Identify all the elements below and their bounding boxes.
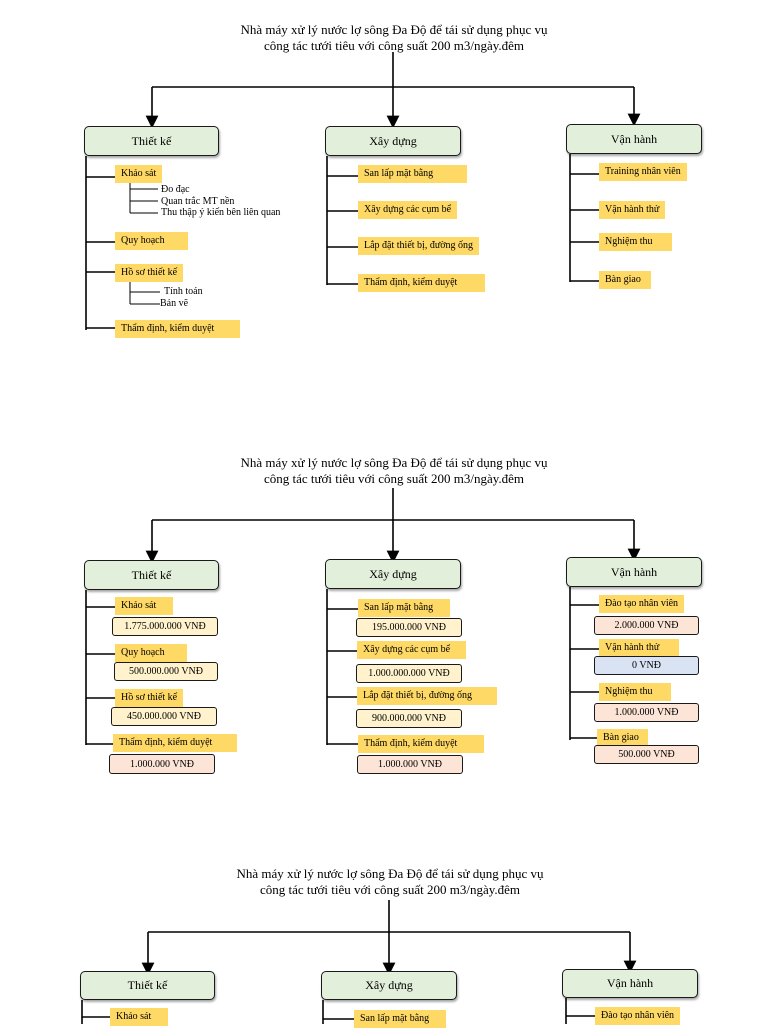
task-appraisal: Thẩm định, kiểm duyệt	[358, 735, 484, 753]
task-handover: Bàn giao	[599, 271, 651, 289]
task-appraisal: Thẩm định, kiểm duyệt	[358, 274, 485, 292]
task-training: Đào tạo nhân viên	[595, 1007, 681, 1025]
task-planning: Quy hoạch	[115, 232, 188, 250]
task-tanks: Xây dựng các cụm bể	[357, 641, 466, 659]
sub-task: Tính toán	[164, 286, 203, 297]
task-survey: Khảo sát	[110, 1008, 168, 1026]
task-trial: Vận hành thử	[599, 201, 666, 219]
task-appraisal: Thẩm định, kiểm duyệt	[113, 734, 237, 752]
task-tanks: Xây dựng các cụm bể	[358, 201, 458, 219]
task-acceptance: Nghiệm thu	[599, 233, 672, 251]
cost-appraisal: 1.000.000 VNĐ	[357, 755, 463, 774]
task-design-docs: Hồ sơ thiết kế	[115, 689, 184, 707]
task-acceptance: Nghiệm thu	[599, 683, 671, 701]
phase-construction: Xây dựng	[325, 126, 461, 156]
title-line1: Nhà máy xử lý nước lợ sông Đa Độ để tái …	[240, 22, 548, 37]
sub-task: Quan trắc MT nền	[161, 196, 235, 207]
title-line2: công tác tưới tiêu với công suất 200 m3/…	[263, 38, 525, 53]
task-appraisal: Thẩm định, kiểm duyệt	[115, 320, 240, 338]
cost-leveling: 195.000.000 VNĐ	[356, 618, 462, 637]
phase-operation: Vận hành	[562, 969, 698, 998]
cost-survey: 1.775.000.000 VNĐ	[112, 617, 218, 636]
phase-design: Thiết kế	[80, 971, 215, 1000]
cost-planning: 500.000.000 VNĐ	[114, 662, 218, 681]
cost-tanks: 1.000.000.000 VNĐ	[356, 664, 462, 683]
diagram2-title: Nhà máy xử lý nước lợ sông Đa Độ để tái …	[174, 455, 614, 487]
cost-training: 2.000.000 VNĐ	[594, 616, 699, 635]
phase-design: Thiết kế	[84, 126, 219, 156]
task-design-docs: Hồ sơ thiết kế	[115, 264, 184, 282]
task-survey: Khảo sát	[115, 597, 173, 615]
cost-acceptance: 1.000.000 VNĐ	[594, 703, 699, 722]
cost-trial: 0 VNĐ	[594, 656, 699, 675]
phase-construction: Xây dựng	[325, 559, 461, 589]
sub-task: Thu thập ý kiến bên liên quan	[161, 207, 281, 218]
title-line2: công tác tưới tiêu với công suất 200 m3/…	[263, 471, 525, 486]
phase-operation: Vận hành	[566, 557, 702, 587]
cost-install: 900.000.000 VNĐ	[356, 709, 462, 728]
cost-design-docs: 450.000.000 VNĐ	[111, 707, 217, 726]
task-leveling: San lấp mặt bằng	[354, 1010, 446, 1028]
task-training: Training nhân viên	[599, 163, 687, 181]
task-install: Lắp đặt thiết bị, đường ống	[358, 237, 480, 255]
phase-construction: Xây dựng	[321, 971, 457, 1000]
diagram3-title: Nhà máy xử lý nước lợ sông Đa Độ để tái …	[170, 866, 610, 898]
task-survey: Khảo sát	[115, 165, 163, 183]
phase-design: Thiết kế	[84, 560, 219, 590]
task-training: Đào tạo nhân viên	[599, 595, 685, 613]
title-line1: Nhà máy xử lý nước lợ sông Đa Độ để tái …	[236, 866, 544, 881]
diagram1-title: Nhà máy xử lý nước lợ sông Đa Độ để tái …	[174, 22, 614, 54]
task-install: Lắp đặt thiết bị, đường ống	[357, 687, 497, 705]
title-line2: công tác tưới tiêu với công suất 200 m3/…	[259, 882, 521, 897]
task-leveling: San lấp mặt bằng	[358, 599, 450, 617]
task-planning: Quy hoạch	[115, 644, 187, 662]
task-leveling: San lấp mặt bằng	[358, 165, 467, 183]
sub-task: Bản vẽ	[160, 298, 189, 309]
title-line1: Nhà máy xử lý nước lợ sông Đa Độ để tái …	[240, 455, 548, 470]
cost-handover: 500.000 VNĐ	[594, 745, 699, 764]
phase-operation: Vận hành	[566, 124, 702, 154]
sub-task: Đo đạc	[161, 184, 190, 195]
task-trial: Vận hành thử	[599, 639, 679, 657]
task-handover: Bàn giao	[597, 729, 648, 747]
cost-appraisal: 1.000.000 VNĐ	[109, 754, 215, 774]
